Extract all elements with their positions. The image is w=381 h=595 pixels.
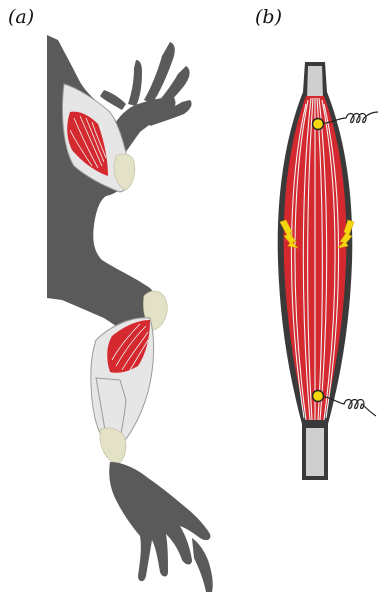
electrode-contact-icon	[313, 119, 324, 130]
panel-b-muscle	[278, 62, 378, 480]
bottom-tendon	[306, 428, 324, 476]
frog-foot	[109, 462, 210, 581]
electrode-contact-icon	[313, 391, 324, 402]
top-tendon	[307, 66, 323, 98]
finger-2	[128, 60, 142, 106]
foot-toe-long	[192, 538, 213, 592]
panel-a-frog	[47, 35, 213, 592]
ankle-tendon	[100, 428, 126, 464]
